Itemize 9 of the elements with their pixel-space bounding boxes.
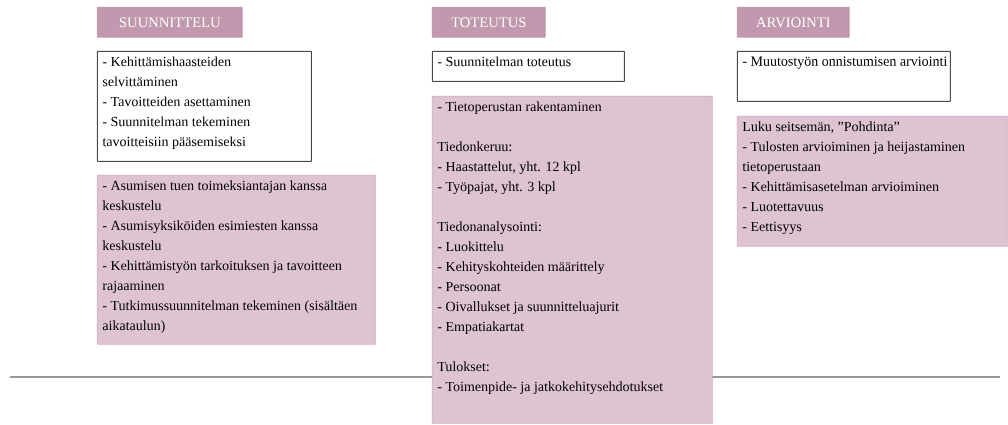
phase-heading: SUUNNITTELU (97, 7, 243, 38)
detail-box: Luku seitsemän, ”Pohdinta” - Tulosten arvioiminen ja heijastaminen tietoperustaan - Kehittämisasetelman arvioiminen - Luotettavuus - Eettisyys (737, 116, 1008, 247)
task-box: - Muutostyön onnistumisen arviointi (737, 51, 951, 102)
phase-heading: ARVIOINTI (737, 7, 850, 38)
phase-heading: TOTEUTUS (432, 7, 546, 38)
detail-box: - Asumisen tuen toimeksiantajan kanssa keskustelu - Asumisyksiköiden esimiesten kanssa keskustelu - Kehittämistyön tarkoituksen ja tavoitteen rajaaminen - Tutkimussuunnitelman tekeminen (sisältäen aikataulun) (97, 175, 376, 345)
task-box: - Kehittämishaasteiden selvittäminen - Tavoitteiden asettaminen - Suunnitelman tekeminen tavoitteisiin pääsemiseksi (97, 51, 312, 162)
task-box: - Suunnitelman toteutus (432, 51, 625, 82)
detail-box: - Tietoperustan rakentaminen Tiedonkeruu: - Haastattelut, yht. 12 kpl - Työpajat, yht. 3 kpl Tiedonanalysointi: - Luokittelu - Kehityskohteiden määrittely - Persoonat - Oivallukset ja suunnitteluajurit - Empatiakartat Tulokset: - Toimenpide- ja jatkokehitysehdotukset (432, 96, 713, 424)
